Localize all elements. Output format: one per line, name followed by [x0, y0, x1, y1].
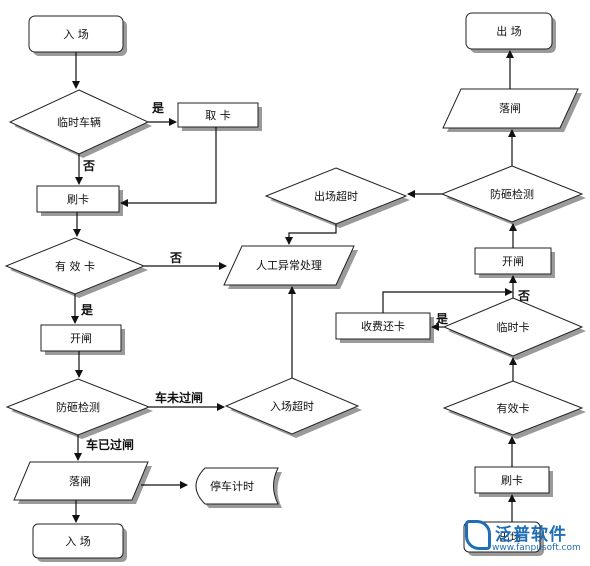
node-temp-vehicle-label: 临时车辆: [57, 115, 101, 129]
brand-logo-icon: [465, 520, 491, 550]
node-swipe-right-label: 刷卡: [501, 474, 523, 487]
node-anti-smash-left-label: 防砸检测: [56, 400, 100, 414]
edge-label-no-open-gate: 否: [517, 289, 530, 303]
edge-label-yes-take-card: 是: [151, 101, 165, 115]
node-charge-return-card-label: 收费还卡: [361, 319, 405, 333]
node-manual-exception: 人工异常处理: [223, 245, 358, 289]
node-close-gate-left: 落闸: [13, 461, 152, 504]
edge-label-yes-charge: 是: [435, 312, 449, 326]
node-exit-timeout-label: 出场超时: [314, 189, 358, 203]
node-charge-return-card: 收费还卡: [335, 312, 434, 343]
edge-exit-timeout-to-manual: [285, 224, 337, 245]
node-open-gate-left-label: 开闸: [70, 332, 92, 345]
node-valid-card-left-label: 有 效 卡: [55, 259, 95, 273]
edge-label-car-passed: 车已过闸: [86, 437, 134, 452]
node-anti-smash-right-label: 防砸检测: [490, 187, 534, 201]
node-valid-card-right-label: 有效卡: [497, 401, 530, 415]
edge-take-card-to-swipe: [120, 127, 217, 207]
node-close-gate-right: 落闸: [442, 88, 582, 132]
node-close-gate-right-label: 落闸: [499, 102, 521, 115]
edge-label-no-manual: 否: [169, 251, 182, 265]
node-close-gate-left-label: 落闸: [69, 475, 91, 488]
node-exit-timeout: 出场超时: [264, 167, 410, 228]
node-parking-timer-label: 停车计时: [210, 479, 254, 493]
brand-watermark-text: 泛普软件: [495, 525, 567, 545]
edge-label-yes-open-gate: 是: [80, 303, 94, 317]
edge-label-car-not-passed: 车未过闸: [155, 390, 203, 405]
node-swipe-left: 刷卡: [36, 185, 123, 216]
node-temp-card-label: 临时卡: [497, 320, 530, 334]
node-enter-top: 入 场: [28, 15, 127, 56]
node-swipe-left-label: 刷卡: [67, 193, 89, 206]
node-exit-bottom-label: 出场: [499, 530, 521, 544]
node-enter-bottom: 入 场: [32, 523, 127, 562]
node-temp-vehicle: 临时车辆: [8, 89, 152, 158]
node-entry-timeout: 入场超时: [224, 377, 362, 438]
node-take-card-label: 取 卡: [205, 109, 231, 122]
node-enter-top-label: 入 场: [63, 27, 89, 41]
node-parking-timer: 停车计时: [195, 467, 282, 508]
edge-label-no-swipe: 否: [82, 159, 95, 173]
node-open-gate-right: 开闸: [474, 247, 555, 278]
node-open-gate-right-label: 开闸: [502, 255, 524, 268]
node-anti-smash-right: 防砸检测: [440, 165, 586, 226]
node-take-card: 取 卡: [177, 102, 262, 131]
node-valid-card-left: 有 效 卡: [4, 237, 148, 298]
node-exit-top: 出 场: [465, 12, 556, 53]
brand-watermark-url: www.fanpusoft.com: [492, 543, 581, 553]
node-open-gate-left: 开闸: [40, 324, 125, 355]
node-anti-smash-left: 防砸检测: [5, 378, 153, 439]
node-temp-card: 临时卡: [442, 297, 586, 360]
node-swipe-right: 刷卡: [474, 466, 553, 497]
node-manual-exception-label: 人工异常处理: [256, 259, 322, 272]
node-exit-top-label: 出 场: [496, 24, 522, 38]
node-enter-bottom-label: 入 场: [65, 534, 91, 548]
edge-charge-to-open-gate: [382, 288, 513, 313]
node-entry-timeout-label: 入场超时: [270, 399, 314, 413]
node-valid-card-right: 有效卡: [442, 380, 586, 439]
